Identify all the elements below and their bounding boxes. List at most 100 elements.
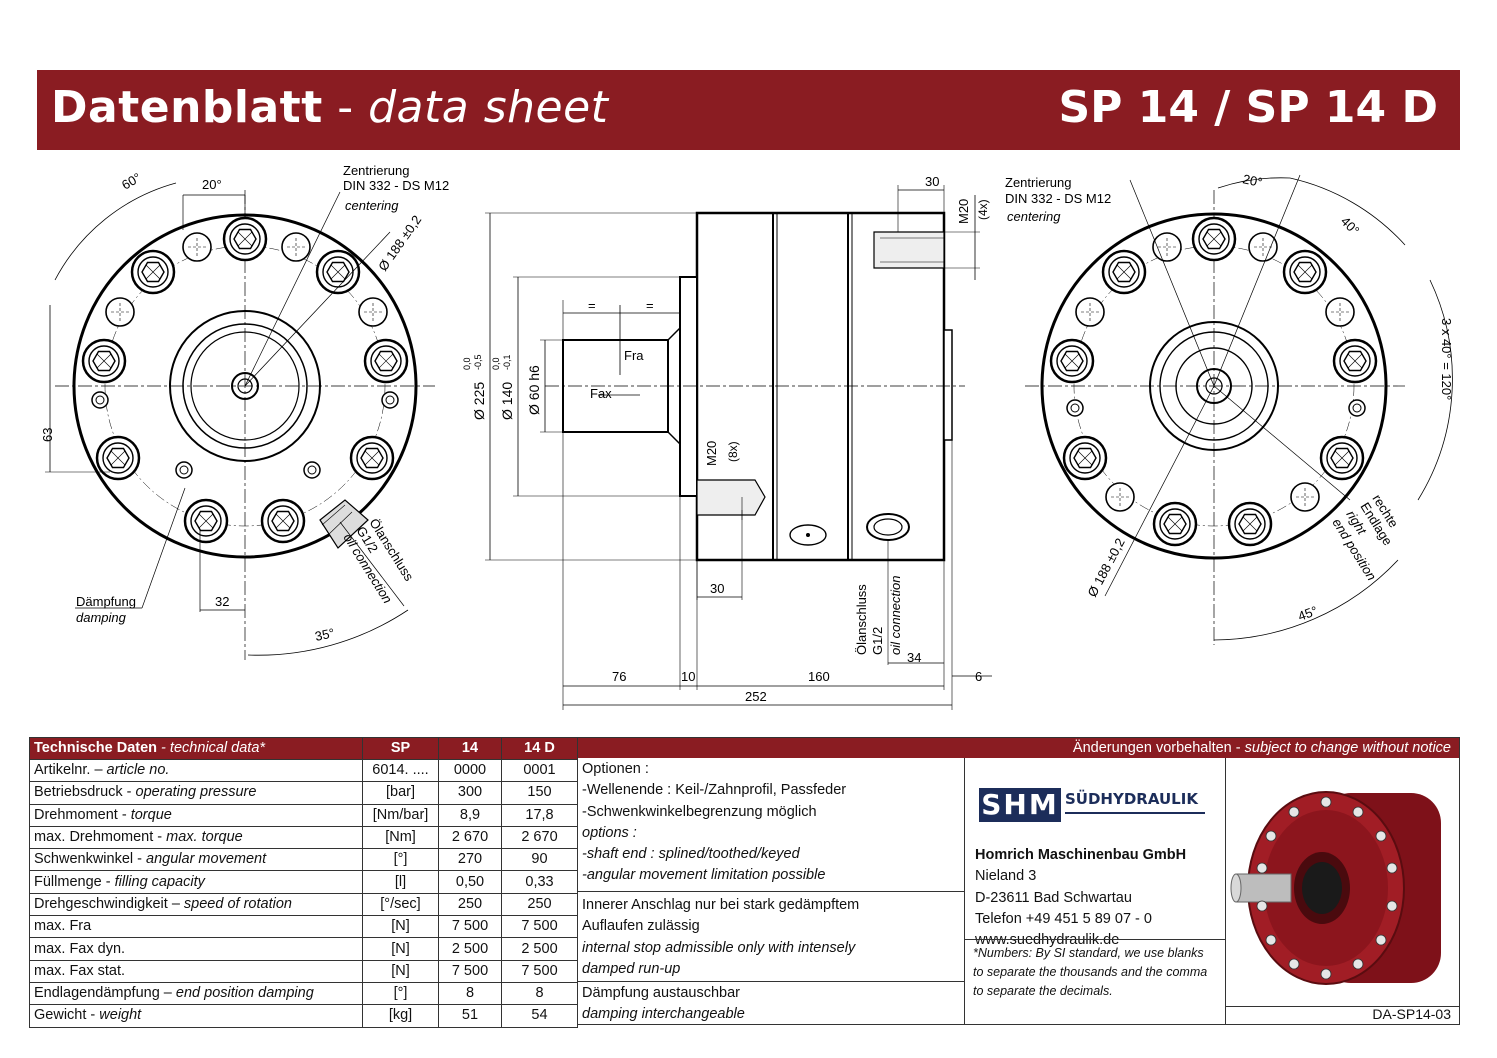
product-image bbox=[1226, 758, 1459, 1007]
options-block: Optionen : -Wellenende : Keil-/Zahnprofi… bbox=[582, 761, 847, 884]
row-value-14: 0,50 bbox=[438, 870, 502, 894]
row-label: Artikelnr. – article no. bbox=[29, 758, 363, 783]
dim-label: 252 bbox=[745, 689, 767, 704]
logo-text: SÜDHYDRAULIK bbox=[1065, 790, 1198, 808]
row-label: max. Fax stat. bbox=[29, 959, 363, 983]
company-panel: SHM SÜDHYDRAULIK Homrich Maschinenbau Gm… bbox=[965, 758, 1226, 1024]
right-rear-view: Zentrierung DIN 332 - DS M12 centering 2… bbox=[1005, 171, 1454, 645]
row-value-14: 2 500 bbox=[438, 937, 502, 961]
company-address: Homrich Maschinenbau GmbH Nieland 3 D-23… bbox=[975, 845, 1186, 951]
row-label: Füllmenge - filling capacity bbox=[29, 870, 363, 894]
tolerance-label: 0,0 bbox=[462, 357, 472, 370]
equal-label: = bbox=[646, 298, 654, 313]
dim-label: 10 bbox=[681, 669, 695, 684]
side-view: 30 M20 (4x) M20 (8x) Ø 225 0,0 -0,5 Ø 14… bbox=[462, 174, 992, 710]
row-label: Schwenkwinkel - angular movement bbox=[29, 848, 363, 872]
options-panel: Optionen : -Wellenende : Keil-/Zahnprofi… bbox=[578, 758, 965, 1024]
header-14d: 14 D bbox=[501, 737, 578, 760]
row-value-14d: 8 bbox=[501, 981, 578, 1006]
centering-en-label: centering bbox=[1007, 209, 1061, 224]
force-label: Fax bbox=[590, 386, 612, 401]
document-id: DA-SP14-03 bbox=[1372, 1006, 1451, 1022]
website-link[interactable]: www.suedhydraulik.de bbox=[975, 932, 1120, 949]
logo-mark: SHM bbox=[979, 788, 1061, 822]
row-label: Betriebsdruck - operating pressure bbox=[29, 781, 363, 805]
header-unit: SP bbox=[362, 737, 439, 760]
row-unit: [°/sec] bbox=[362, 892, 439, 917]
header-label: Technische Daten - technical data* bbox=[29, 737, 363, 760]
row-value-14: 8 bbox=[438, 981, 502, 1006]
row-value-14: 0000 bbox=[438, 758, 502, 783]
dim-label: 30 bbox=[925, 174, 939, 189]
centering-en-label: centering bbox=[345, 198, 399, 213]
table-header: Technische Daten - technical data* SP 14… bbox=[29, 737, 578, 760]
row-unit: [bar] bbox=[362, 781, 439, 805]
title-banner: Datenblatt - data sheet SP 14 / SP 14 D bbox=[37, 70, 1460, 150]
row-value-14: 7 500 bbox=[438, 915, 502, 939]
diameter-label: Ø 188 ±0,2 bbox=[375, 212, 424, 273]
row-label: Endlagendämpfung – end position damping bbox=[29, 981, 363, 1006]
dim-label: 160 bbox=[808, 669, 830, 684]
count-label: (4x) bbox=[976, 199, 990, 220]
header-14: 14 bbox=[438, 737, 502, 760]
tolerance-label: 0,0 bbox=[491, 357, 501, 370]
diameter-label: Ø 140 bbox=[499, 382, 515, 420]
row-unit: [l] bbox=[362, 870, 439, 894]
row-value-14: 51 bbox=[438, 1004, 502, 1028]
angle-label: 60° bbox=[119, 170, 144, 193]
info-panel: Änderungen vorbehalten - subject to chan… bbox=[577, 737, 1460, 1025]
row-unit: 6014. .... bbox=[362, 758, 439, 783]
table-row: Drehgeschwindigkeit – speed of rotation[… bbox=[29, 892, 578, 917]
dim-label: 76 bbox=[612, 669, 626, 684]
dim-label: 63 bbox=[40, 428, 55, 442]
angle-label: 45° bbox=[1296, 603, 1320, 624]
tolerance-label: -0,1 bbox=[502, 354, 512, 370]
row-label: Drehgeschwindigkeit – speed of rotation bbox=[29, 892, 363, 917]
tolerance-label: -0,5 bbox=[473, 354, 483, 370]
row-label: Gewicht - weight bbox=[29, 1004, 363, 1028]
angle-label: 20° bbox=[1241, 171, 1263, 190]
thread-label: G1/2 bbox=[870, 627, 885, 655]
dim-label: 20° bbox=[202, 177, 222, 192]
row-value-14d: 7 500 bbox=[501, 959, 578, 983]
row-value-14d: 7 500 bbox=[501, 915, 578, 939]
force-label: Fra bbox=[624, 348, 644, 363]
row-unit: [N] bbox=[362, 937, 439, 961]
technical-data-table: Technische Daten - technical data* SP 14… bbox=[29, 737, 578, 1028]
technical-drawing: 60° 20° Zentrierung DIN 332 - DS M12 cen… bbox=[40, 163, 1454, 710]
thread-label: M20 bbox=[704, 441, 719, 466]
row-value-14d: 0,33 bbox=[501, 870, 578, 894]
row-value-14d: 2 500 bbox=[501, 937, 578, 961]
damping-note: Dämpfung austauschbar damping interchang… bbox=[582, 985, 745, 1023]
row-value-14: 270 bbox=[438, 848, 502, 872]
row-value-14d: 54 bbox=[501, 1004, 578, 1028]
oil-port-label: Ölanschluss bbox=[854, 584, 869, 655]
diameter-label: Ø 188 ±0,2 bbox=[1084, 536, 1127, 600]
row-value-14: 7 500 bbox=[438, 959, 502, 983]
oil-port-en-label: oil connection bbox=[888, 576, 903, 656]
thread-label: M20 bbox=[956, 199, 971, 224]
dim-label: 30 bbox=[710, 581, 724, 596]
left-front-view: 60° 20° Zentrierung DIN 332 - DS M12 cen… bbox=[40, 163, 449, 660]
row-unit: [N] bbox=[362, 959, 439, 983]
row-value-14d: 250 bbox=[501, 892, 578, 917]
row-unit: [N] bbox=[362, 915, 439, 939]
logo-underline bbox=[1065, 812, 1205, 814]
centering-label: Zentrierung bbox=[343, 163, 409, 178]
row-value-14d: 90 bbox=[501, 848, 578, 872]
company-logo: SHM SÜDHYDRAULIK bbox=[979, 788, 1209, 824]
damping-label: Dämpfung bbox=[76, 594, 136, 609]
dim-label: 34 bbox=[907, 650, 921, 665]
table-row: Betriebsdruck - operating pressure[bar]3… bbox=[29, 781, 578, 805]
row-value-14d: 0001 bbox=[501, 758, 578, 783]
din-label: DIN 332 - DS M12 bbox=[343, 178, 449, 193]
angle-label: 40° bbox=[1338, 214, 1363, 239]
change-notice: Änderungen vorbehalten - subject to chan… bbox=[578, 738, 1459, 758]
